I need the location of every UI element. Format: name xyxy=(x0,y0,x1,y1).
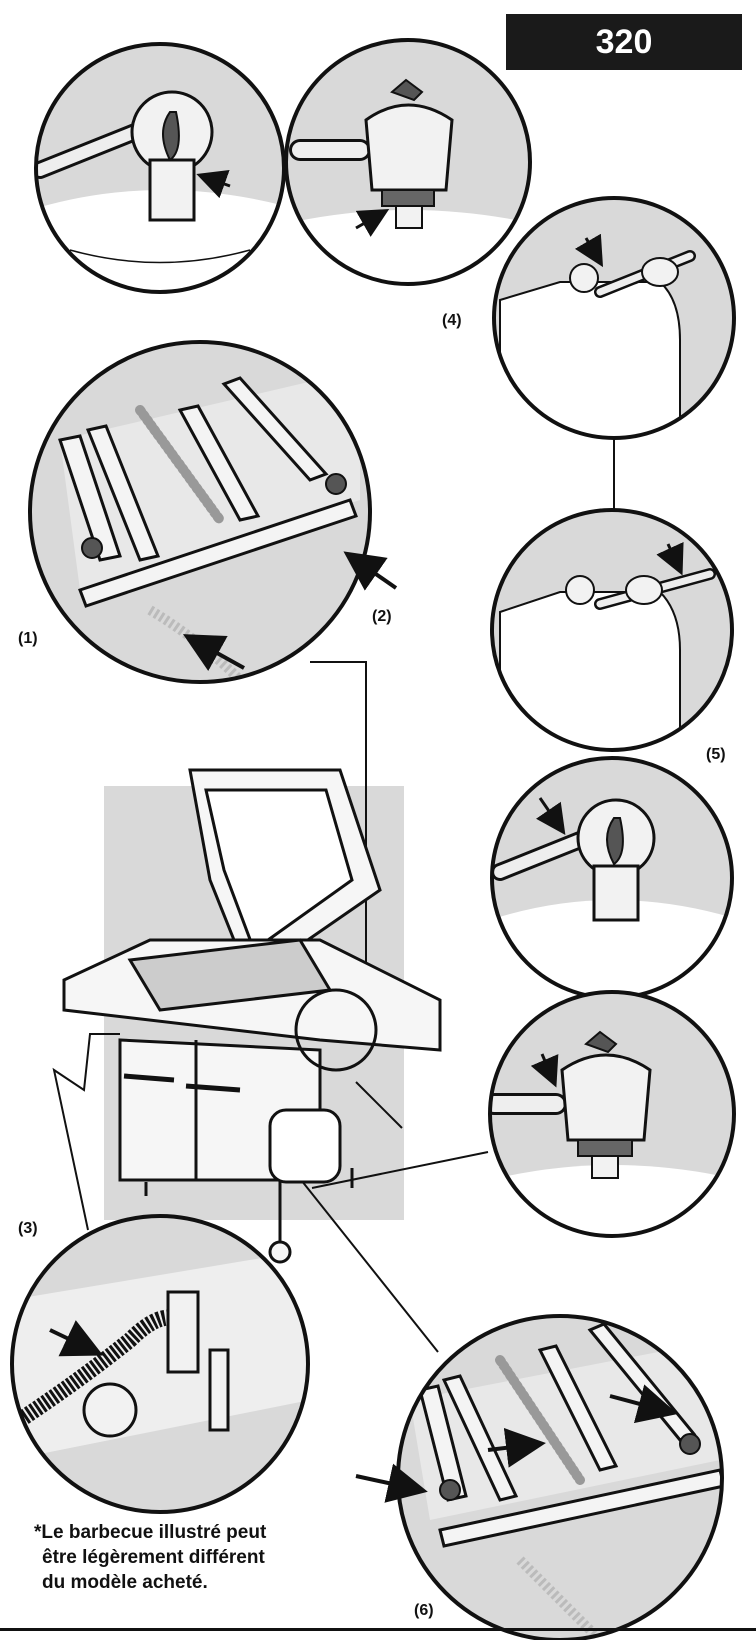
label-step-4: (4) xyxy=(442,312,462,329)
label-step-6: (6) xyxy=(414,1602,434,1619)
detail-regulator-d xyxy=(490,992,734,1236)
note-line-3: du modèle acheté. xyxy=(42,1572,208,1593)
note-line-2: être légèrement différent xyxy=(42,1547,265,1568)
detail-regulator-a xyxy=(36,44,284,292)
detail-hose-connection xyxy=(12,1216,308,1512)
page-number: 320 xyxy=(595,22,653,61)
detail-tank-valve-a xyxy=(494,198,734,438)
disclaimer-note: *Le barbecue illustré peut être légèreme… xyxy=(34,1520,334,1595)
label-step-2: (2) xyxy=(372,608,392,625)
bottom-rule xyxy=(0,1628,756,1631)
label-step-1: (1) xyxy=(18,630,38,647)
note-line-1: *Le barbecue illustré peut xyxy=(34,1522,267,1543)
detail-tank-valve-b xyxy=(492,510,732,750)
label-step-3: (3) xyxy=(18,1220,38,1237)
page-number-badge: 320 xyxy=(506,14,742,70)
label-step-5: (5) xyxy=(706,746,726,763)
grill-main xyxy=(62,768,442,1264)
detail-regulator-b xyxy=(286,40,530,284)
detail-burner-connection xyxy=(30,342,370,682)
